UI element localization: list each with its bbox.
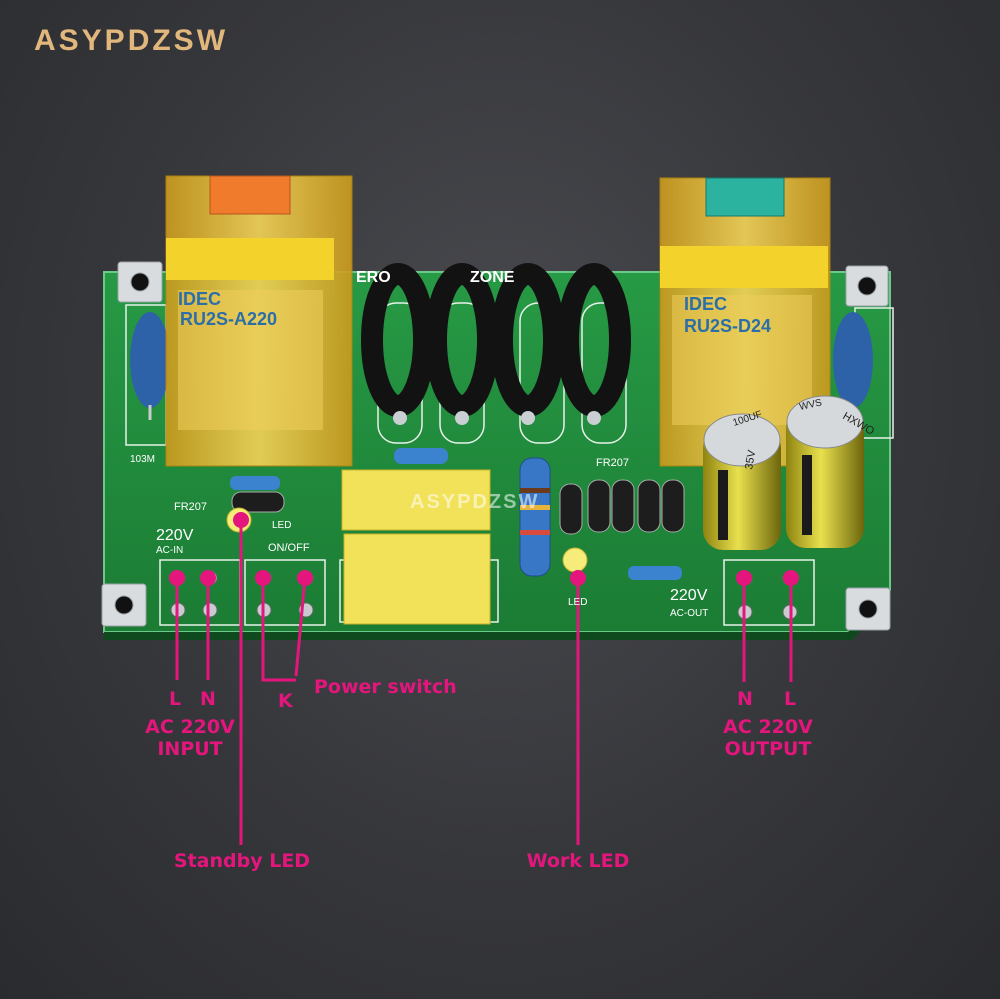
silk-ac-in: AC-IN: [156, 545, 183, 556]
y-capacitors: [130, 312, 873, 420]
callout-input-n: N: [200, 688, 216, 710]
cap-2-voltage: WVS: [798, 397, 823, 413]
electrolytic-capacitors: [703, 395, 864, 550]
brand-logo: ASYPDZSW: [34, 24, 229, 57]
x-capacitors: [341, 469, 491, 625]
watermark: ASYPDZSW: [410, 491, 539, 513]
silk-fr207-left: FR207: [174, 501, 207, 513]
relay-left-make: IDEC: [178, 289, 221, 309]
silk-led-center: LED: [568, 597, 587, 608]
relay-left-model: RU2S-A220: [180, 309, 277, 329]
silk-led-left: LED: [272, 520, 291, 531]
pcb-logo-left: ERO: [356, 269, 391, 286]
callout-switch-k: K: [278, 690, 293, 712]
callout-input-label-1: AC 220V: [145, 716, 235, 738]
solder-pads: [393, 411, 601, 425]
callout-output-l: L: [784, 688, 797, 710]
silk-cap-left: 103M: [130, 454, 155, 465]
mounting-holes: [101, 261, 891, 631]
pcb-logo-right: ZONE: [470, 269, 515, 286]
relay-right-model: RU2S-D24: [684, 316, 771, 336]
silk-220v-in: 220V: [156, 527, 194, 544]
diodes: [231, 479, 685, 535]
relay-right-make: IDEC: [684, 294, 727, 314]
callout-output-label-1: AC 220V: [723, 716, 813, 738]
callout-standby-led: Standby LED: [173, 850, 311, 872]
silk-on-off: ON/OFF: [268, 542, 310, 554]
callout-dots: [169, 512, 799, 586]
silk-220v-out: 220V: [670, 587, 708, 604]
cap-1-voltage: 35V: [743, 449, 758, 471]
callout-lines: [175, 520, 793, 845]
callout-output-n: N: [737, 688, 753, 710]
callout-input-label-2: INPUT: [157, 738, 223, 760]
callout-power-switch: Power switch: [314, 676, 457, 698]
silk-fr207-right: FR207: [596, 457, 629, 469]
resistors: [230, 448, 682, 580]
callout-output-label-2: OUTPUT: [724, 738, 812, 760]
callout-input-l: L: [169, 688, 182, 710]
relay-left: [165, 175, 353, 467]
silk-ac-out: AC-OUT: [670, 608, 708, 619]
callout-work-led: Work LED: [526, 850, 630, 872]
common-mode-choke: [361, 263, 631, 417]
